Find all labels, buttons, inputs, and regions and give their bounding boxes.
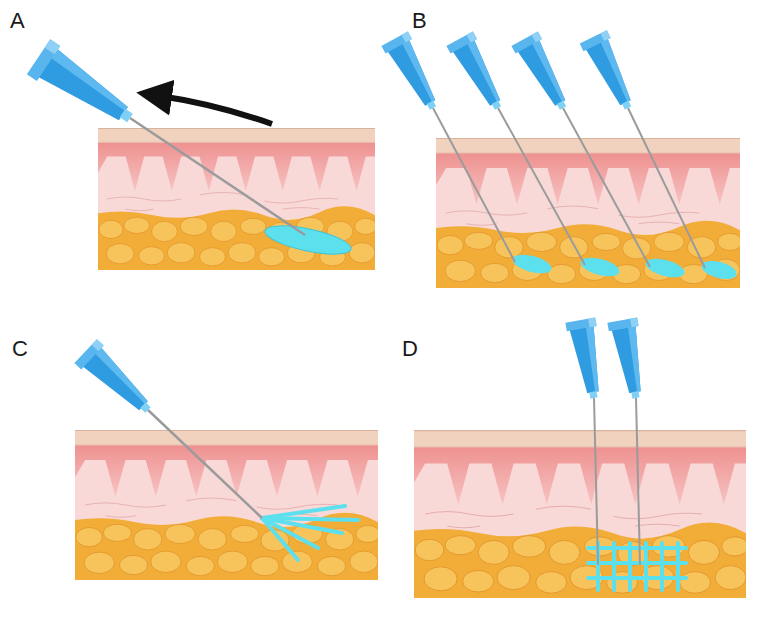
- panel-letter: A: [10, 8, 25, 34]
- panel-letter: B: [412, 8, 427, 34]
- panel-letter: D: [402, 336, 418, 362]
- panel-letter: C: [12, 336, 28, 362]
